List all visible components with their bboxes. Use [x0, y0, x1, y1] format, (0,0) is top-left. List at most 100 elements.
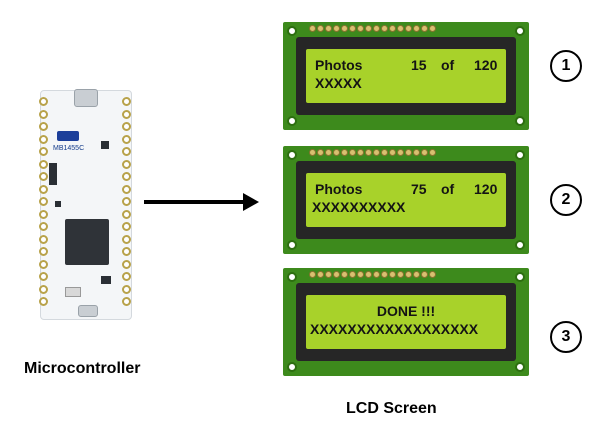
header-pin [365, 25, 372, 32]
board-pin [39, 197, 48, 206]
lcd-screen: Photos 75 of 120 XXXXXXXXXX [306, 173, 506, 227]
board-pin [122, 272, 131, 281]
lcd-total: 120 [474, 57, 498, 73]
component [101, 141, 109, 149]
header-pin [397, 271, 404, 278]
board-pin [39, 272, 48, 281]
lcd-of: of [441, 57, 455, 73]
header-pin [413, 25, 420, 32]
step-marker-3: 3 [550, 321, 582, 353]
arrow-head [243, 193, 259, 211]
lcd-screen-label: LCD Screen [346, 400, 437, 417]
board-pin [122, 197, 131, 206]
mount-hole [515, 116, 525, 126]
header-pin [405, 149, 412, 156]
step-marker-2: 2 [550, 184, 582, 216]
mcu-chip [65, 219, 109, 265]
header-pin [413, 149, 420, 156]
header-pin [349, 271, 356, 278]
header-pin [429, 149, 436, 156]
lcd-word: Photos [315, 181, 363, 197]
lcd-progress: XXXXXXXXXX [312, 199, 406, 215]
st-logo [57, 131, 79, 141]
crystal [65, 287, 81, 297]
header-pin [429, 271, 436, 278]
usb-connector-bottom [78, 305, 98, 317]
mount-hole [287, 150, 297, 160]
lcd-screen: Photos 15 of 120 XXXXX [306, 49, 506, 103]
microcontroller-label: Microcontroller [24, 360, 141, 377]
header-pin [341, 271, 348, 278]
board-pin [122, 297, 131, 306]
header-pin [381, 271, 388, 278]
step-marker-1: 1 [550, 50, 582, 82]
board-pin [122, 247, 131, 256]
header-pin [429, 25, 436, 32]
mount-hole [515, 362, 525, 372]
header-pin [421, 271, 428, 278]
board-pin [122, 147, 131, 156]
mount-hole [287, 272, 297, 282]
header-pin [341, 149, 348, 156]
board-pin [122, 97, 131, 106]
board-pin [122, 122, 131, 131]
board-pin [39, 222, 48, 231]
mount-hole [515, 26, 525, 36]
board-pin [39, 97, 48, 106]
mount-hole [287, 362, 297, 372]
jumper [49, 163, 57, 185]
lcd-bezel: DONE !!! XXXXXXXXXXXXXXXXXX [296, 283, 516, 361]
board-pin [122, 209, 131, 219]
header-pin [341, 25, 348, 32]
board-pin [122, 172, 131, 181]
lcd-module-1: Photos 15 of 120 XXXXX [283, 22, 529, 130]
lcd-module-2: Photos 75 of 120 XXXXXXXXXX [283, 146, 529, 254]
header-pin [373, 149, 380, 156]
header-pin [381, 149, 388, 156]
header-pin [325, 271, 332, 278]
microcontroller-board: MB1455C [39, 89, 132, 320]
header-pin [389, 25, 396, 32]
header-pin [413, 271, 420, 278]
board-pin [39, 234, 48, 244]
lcd-done: DONE !!! [376, 303, 436, 319]
board-pin [39, 247, 48, 256]
header-pin [333, 271, 340, 278]
board-pin [122, 234, 131, 244]
lcd-bezel: Photos 15 of 120 XXXXX [296, 37, 516, 115]
board-pin [39, 259, 48, 269]
board-pin [122, 222, 131, 231]
header-pin [397, 25, 404, 32]
board-pin [122, 109, 131, 119]
board-pin [39, 134, 48, 144]
board-pin [39, 184, 48, 194]
header-pin [421, 25, 428, 32]
header-pin [317, 149, 324, 156]
board-pin [122, 134, 131, 144]
header-pin [381, 25, 388, 32]
board-pin [39, 172, 48, 181]
component [101, 276, 111, 284]
lcd-screen: DONE !!! XXXXXXXXXXXXXXXXXX [306, 295, 506, 349]
board-pin [122, 284, 131, 294]
lcd-progress: XXXXX [315, 75, 362, 91]
arrow-shaft [144, 200, 244, 204]
header-pin [389, 149, 396, 156]
lcd-word: Photos [315, 57, 363, 73]
mount-hole [515, 240, 525, 250]
usb-connector-top [74, 89, 98, 107]
header-pin [309, 149, 316, 156]
header-pin [357, 149, 364, 156]
header-pin [349, 25, 356, 32]
header-pin [333, 25, 340, 32]
header-pin [357, 271, 364, 278]
lcd-module-3: DONE !!! XXXXXXXXXXXXXXXXXX [283, 268, 529, 376]
mount-hole [287, 26, 297, 36]
lcd-progress: XXXXXXXXXXXXXXXXXX [310, 321, 479, 337]
header-pin [365, 271, 372, 278]
header-pin [373, 25, 380, 32]
lcd-current: 15 [411, 57, 427, 73]
mount-hole [287, 116, 297, 126]
header-pin [309, 25, 316, 32]
header-pin [325, 149, 332, 156]
